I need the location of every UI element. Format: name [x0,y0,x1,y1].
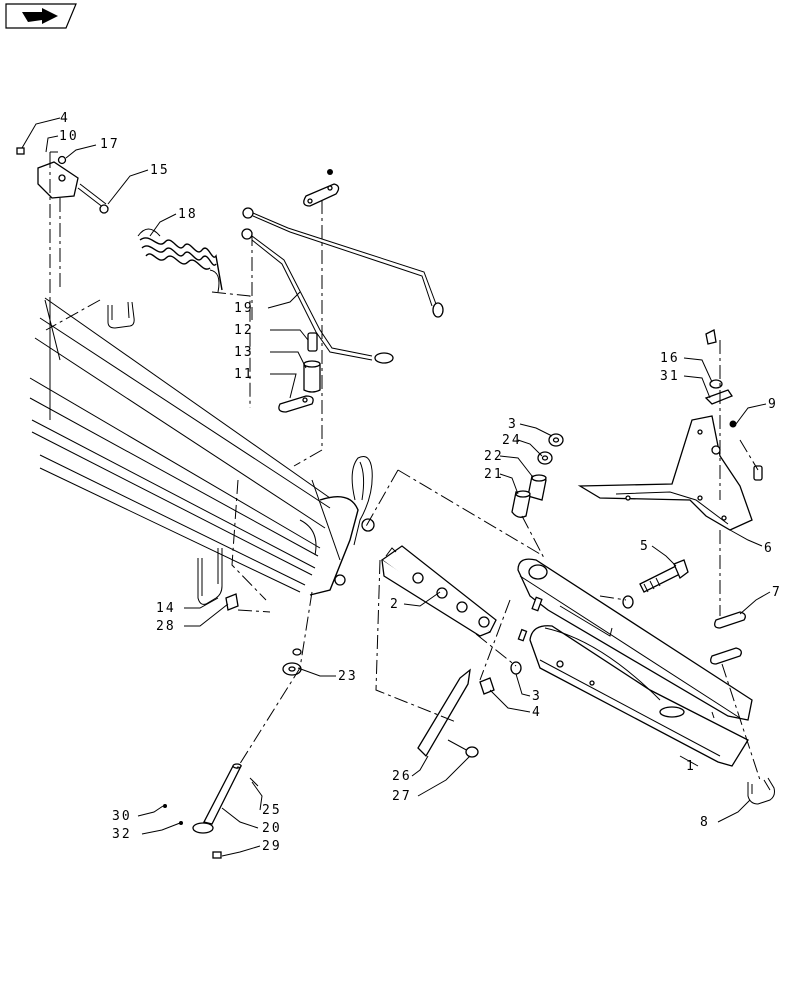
washer-3-lower [510,661,522,675]
callout-27: 27 [392,789,412,804]
callout-8: 8 [700,815,710,830]
callout-31: 31 [660,369,680,384]
leader-lines [21,117,771,857]
mounting-bracket [577,415,763,531]
hardware-16-31 [704,329,737,428]
callout-30: 30 [112,809,132,824]
callout-19: 19 [234,301,254,316]
assembly-centerlines [45,154,761,781]
callout-17: 17 [100,137,120,152]
callout-16: 16 [660,351,680,366]
callout-7: 7 [772,585,782,600]
callout-4-lower: 4 [532,705,542,720]
nut-28 [225,593,239,611]
callout-6: 6 [764,541,774,556]
main-frame-arm [517,558,753,767]
callout-4: 4 [60,111,70,126]
callout-26: 26 [392,769,412,784]
callout-14: 14 [156,601,176,616]
callout-11: 11 [234,367,254,382]
upper-spring-bracket [16,147,109,214]
callout-24: 24 [502,433,522,448]
callout-1: 1 [686,759,696,774]
cable-link-upper [303,169,340,207]
cable-assembly [241,207,444,364]
link-plates-7 [710,611,746,665]
callout-23: 23 [338,669,358,684]
callout-25: 25 [262,803,282,818]
callout-2: 2 [390,597,400,612]
callout-20: 20 [262,821,282,836]
boom-arm [29,297,375,596]
callout-32: 32 [112,827,132,842]
callout-12: 12 [234,323,254,338]
bolt-5 [622,559,689,609]
callout-9: 9 [768,397,778,412]
callout-18: 18 [178,207,198,222]
callout-15: 15 [150,163,170,178]
washer-23 [282,648,302,676]
u-bolt-upper [107,301,135,329]
callout-13: 13 [234,345,254,360]
callout-10: 10 [59,129,79,144]
callout-28: 28 [156,619,176,634]
u-bolt-8 [747,777,775,805]
callout-labels: 4 10 17 15 18 19 12 13 11 16 31 9 3 24 2… [59,111,782,854]
bushing-stack [278,332,321,413]
tension-spring [137,228,223,293]
forward-arrow-icon[interactable] [5,3,77,29]
pivot-plate [380,545,497,637]
callout-3-lower: 3 [532,689,542,704]
bushing-stack-right [511,433,564,518]
callout-21: 21 [484,467,504,482]
callout-3-upper: 3 [508,417,518,432]
callout-29: 29 [262,839,282,854]
callout-22: 22 [484,449,504,464]
u-bolt-lower [197,548,223,605]
pivot-pin [163,763,259,859]
callout-5: 5 [640,539,650,554]
scraper-blade [417,668,479,758]
